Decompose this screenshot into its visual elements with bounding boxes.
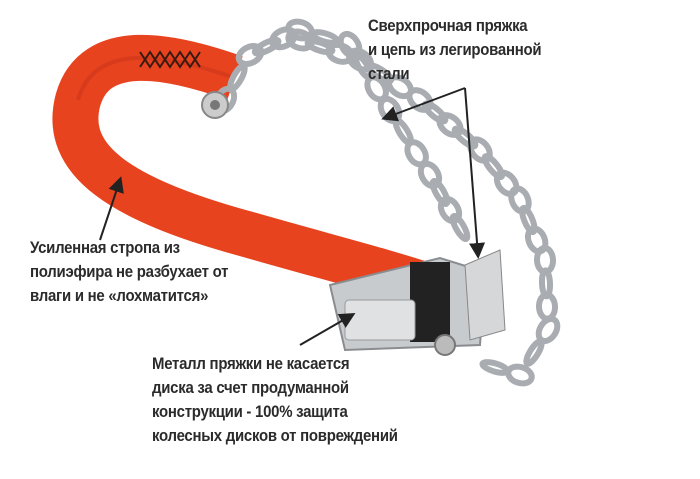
chain-link — [417, 160, 443, 190]
chain-link — [437, 195, 463, 225]
callout-line: Усиленная стропа из — [30, 238, 180, 257]
steel-chain — [212, 18, 561, 387]
chain-link — [304, 38, 336, 56]
chain-link — [505, 363, 535, 387]
chain-link — [251, 36, 282, 57]
callout-buckle-chain: Сверхпрочная пряжка и цепь из легированн… — [368, 14, 542, 86]
callout-line: конструкции - 100% защита — [152, 402, 348, 421]
callout-line: и цепь из легированной — [368, 40, 542, 59]
callout-line: полиэфира не разбухает от — [30, 262, 229, 281]
callout-line: колесных дисков от повреждений — [152, 426, 398, 445]
chain-link — [493, 169, 520, 197]
callout-line: Металл пряжки не касается — [152, 354, 350, 373]
callout-arrows — [99, 87, 486, 346]
chain-link — [421, 100, 449, 125]
callout-line: стали — [368, 64, 410, 83]
chain-link — [235, 43, 265, 67]
chain-link — [451, 125, 479, 150]
chain-link — [481, 153, 506, 181]
chain-link — [519, 204, 538, 236]
callout-line: влаги и не «лохматится» — [30, 286, 209, 305]
callout-buckle-design: Металл пряжки не касается диска за счет … — [152, 352, 398, 448]
ratchet-buckle — [328, 249, 506, 356]
chain-link — [479, 359, 511, 376]
chain-link — [523, 338, 545, 367]
bolt — [201, 91, 229, 119]
callout-strap: Усиленная стропа из полиэфира не разбуха… — [30, 236, 228, 308]
chain-link — [436, 112, 464, 138]
chain-link — [449, 213, 471, 242]
chain-link — [429, 178, 451, 207]
callout-line: Сверхпрочная пряжка — [368, 16, 528, 35]
callout-line: диска за счет продуманной — [152, 378, 349, 397]
stitching — [139, 50, 201, 69]
